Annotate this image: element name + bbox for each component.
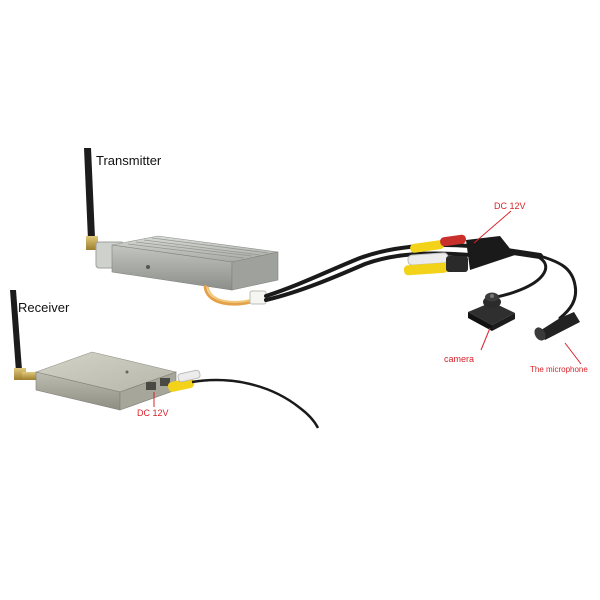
dc-12v-label-bottom: DC 12V <box>137 408 169 418</box>
camera-label: camera <box>444 354 475 364</box>
receiver-label: Receiver <box>18 300 70 315</box>
pinhole-camera <box>468 292 515 331</box>
receiver-antenna <box>10 290 22 372</box>
dc-12v-label-top: DC 12V <box>494 201 526 211</box>
receiver-device <box>10 290 320 429</box>
callout-lines <box>153 210 582 407</box>
transmitter-antenna <box>84 148 95 240</box>
microphone-label: The microphone <box>530 365 588 374</box>
microphone <box>534 312 580 341</box>
transmitter-device <box>84 148 279 306</box>
av-splitter <box>403 234 543 276</box>
transmitter-label: Transmitter <box>96 153 162 168</box>
